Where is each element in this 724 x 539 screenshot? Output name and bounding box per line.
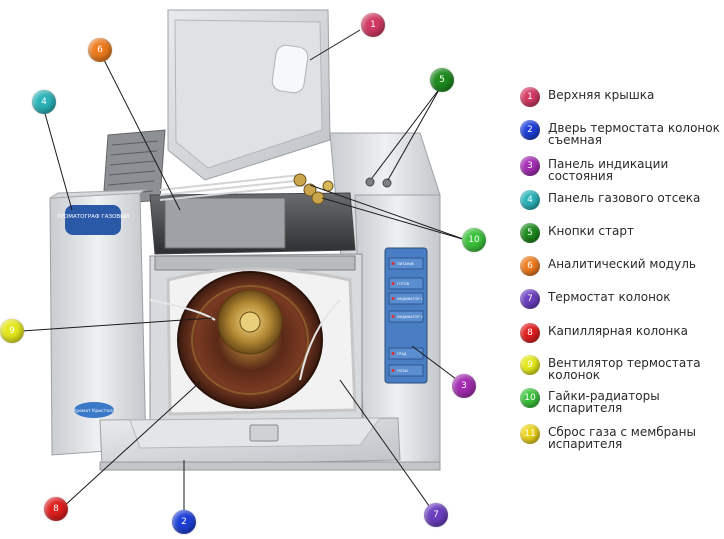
callout-10: 10 [462,228,486,252]
legend-marker: 7 [520,289,540,309]
callout-8: 8 [44,497,68,521]
legend-marker: 6 [520,256,540,276]
status-indicator-label: ПИТАНИЕ [397,262,414,266]
legend-marker: 1 [520,87,540,107]
callout-2: 2 [172,510,196,534]
vent-holes [106,140,159,196]
legend-label: Кнопки старт [548,224,634,238]
callout-1: 1 [361,13,385,37]
status-led [391,297,395,300]
legend-marker: 3 [520,156,540,176]
legend-label: Верхняя крышка [548,88,655,102]
base-plate [99,461,441,471]
leader-5b [387,87,441,181]
leader-8 [61,381,201,509]
legend-label: Аналитический модуль [548,257,696,271]
leader-4 [43,109,73,211]
brand-badge [74,402,114,418]
status-indicator-label: ИНДИКАТОР 1 [397,297,423,301]
fan-hub [239,311,261,333]
leader-6 [99,51,181,211]
status-indicator [388,364,424,377]
legend-label: Термостат колонок [548,290,671,304]
status-led [391,352,395,355]
status-led [391,262,395,265]
legend-marker: 4 [520,190,540,210]
legend-marker: 5 [520,223,540,243]
legend-label: Сброс газа с мембраны испарителя [548,425,696,451]
status-indicator-label: ИНДИКАТОР 2 [397,315,423,319]
status-indicator-label: ГОТОВ [397,282,410,286]
status-led [391,315,395,318]
status-led [391,282,395,285]
injector-nuts [293,173,334,205]
legend-marker: 9 [520,355,540,375]
legend-marker: 8 [520,323,540,343]
legend-marker: 10 [520,388,540,408]
callout-5: 5 [430,68,454,92]
status-led [391,369,395,372]
status-indicator [388,347,424,360]
legend-marker: 2 [520,120,540,140]
callout-9: 9 [0,319,24,343]
device-logo-plate [65,205,121,235]
leader-5a [371,87,441,179]
leader-9 [21,317,213,332]
lid-window [271,44,309,94]
callout-3: 3 [452,374,476,398]
leader-10b [321,197,467,241]
status-indicator [388,310,424,323]
legend-label: Дверь термостата колонок съемная [548,121,720,147]
device-logo-text: ХРОМАТОГРАФ ГАЗОВЫЙ [57,213,129,220]
leader-lines [21,29,467,512]
start-button-2 [382,178,392,188]
legend-label: Гайки-радиаторы испарителя [548,389,660,415]
status-indicator [388,277,424,290]
column-ring [191,285,309,395]
start-button-1 [365,177,375,187]
leader-10a [309,184,467,241]
callout-6: 6 [88,38,112,62]
legend-label: Вентилятор термостата колонок [548,356,701,382]
legend-label: Панель индикации состояния [548,157,669,183]
legend-label: Капиллярная колонка [548,324,688,338]
legend-marker: 11 [520,424,540,444]
injector-pipes [159,174,311,201]
legend-label: Панель газового отсека [548,191,701,205]
status-indicators: ПИТАНИЕ ГОТОВ ИНДИКАТОР 1 ИНДИКАТОР 2 ГРАД ПО… [388,257,424,377]
status-indicator-label: ПОЗЫ [397,369,408,373]
leader-3 [411,345,461,383]
brand-badge-text: Хромат Кристалл [73,408,115,414]
status-indicator-label: ГРАД [397,352,407,356]
door-latch [249,424,279,442]
gas-panel-edge [49,189,147,199]
callout-7: 7 [424,503,448,527]
leader-1 [309,29,361,61]
callout-4: 4 [32,90,56,114]
leader-7 [339,379,433,511]
status-indicator [388,257,424,270]
status-indicator [388,292,424,305]
analytical-module-plate [164,197,286,249]
